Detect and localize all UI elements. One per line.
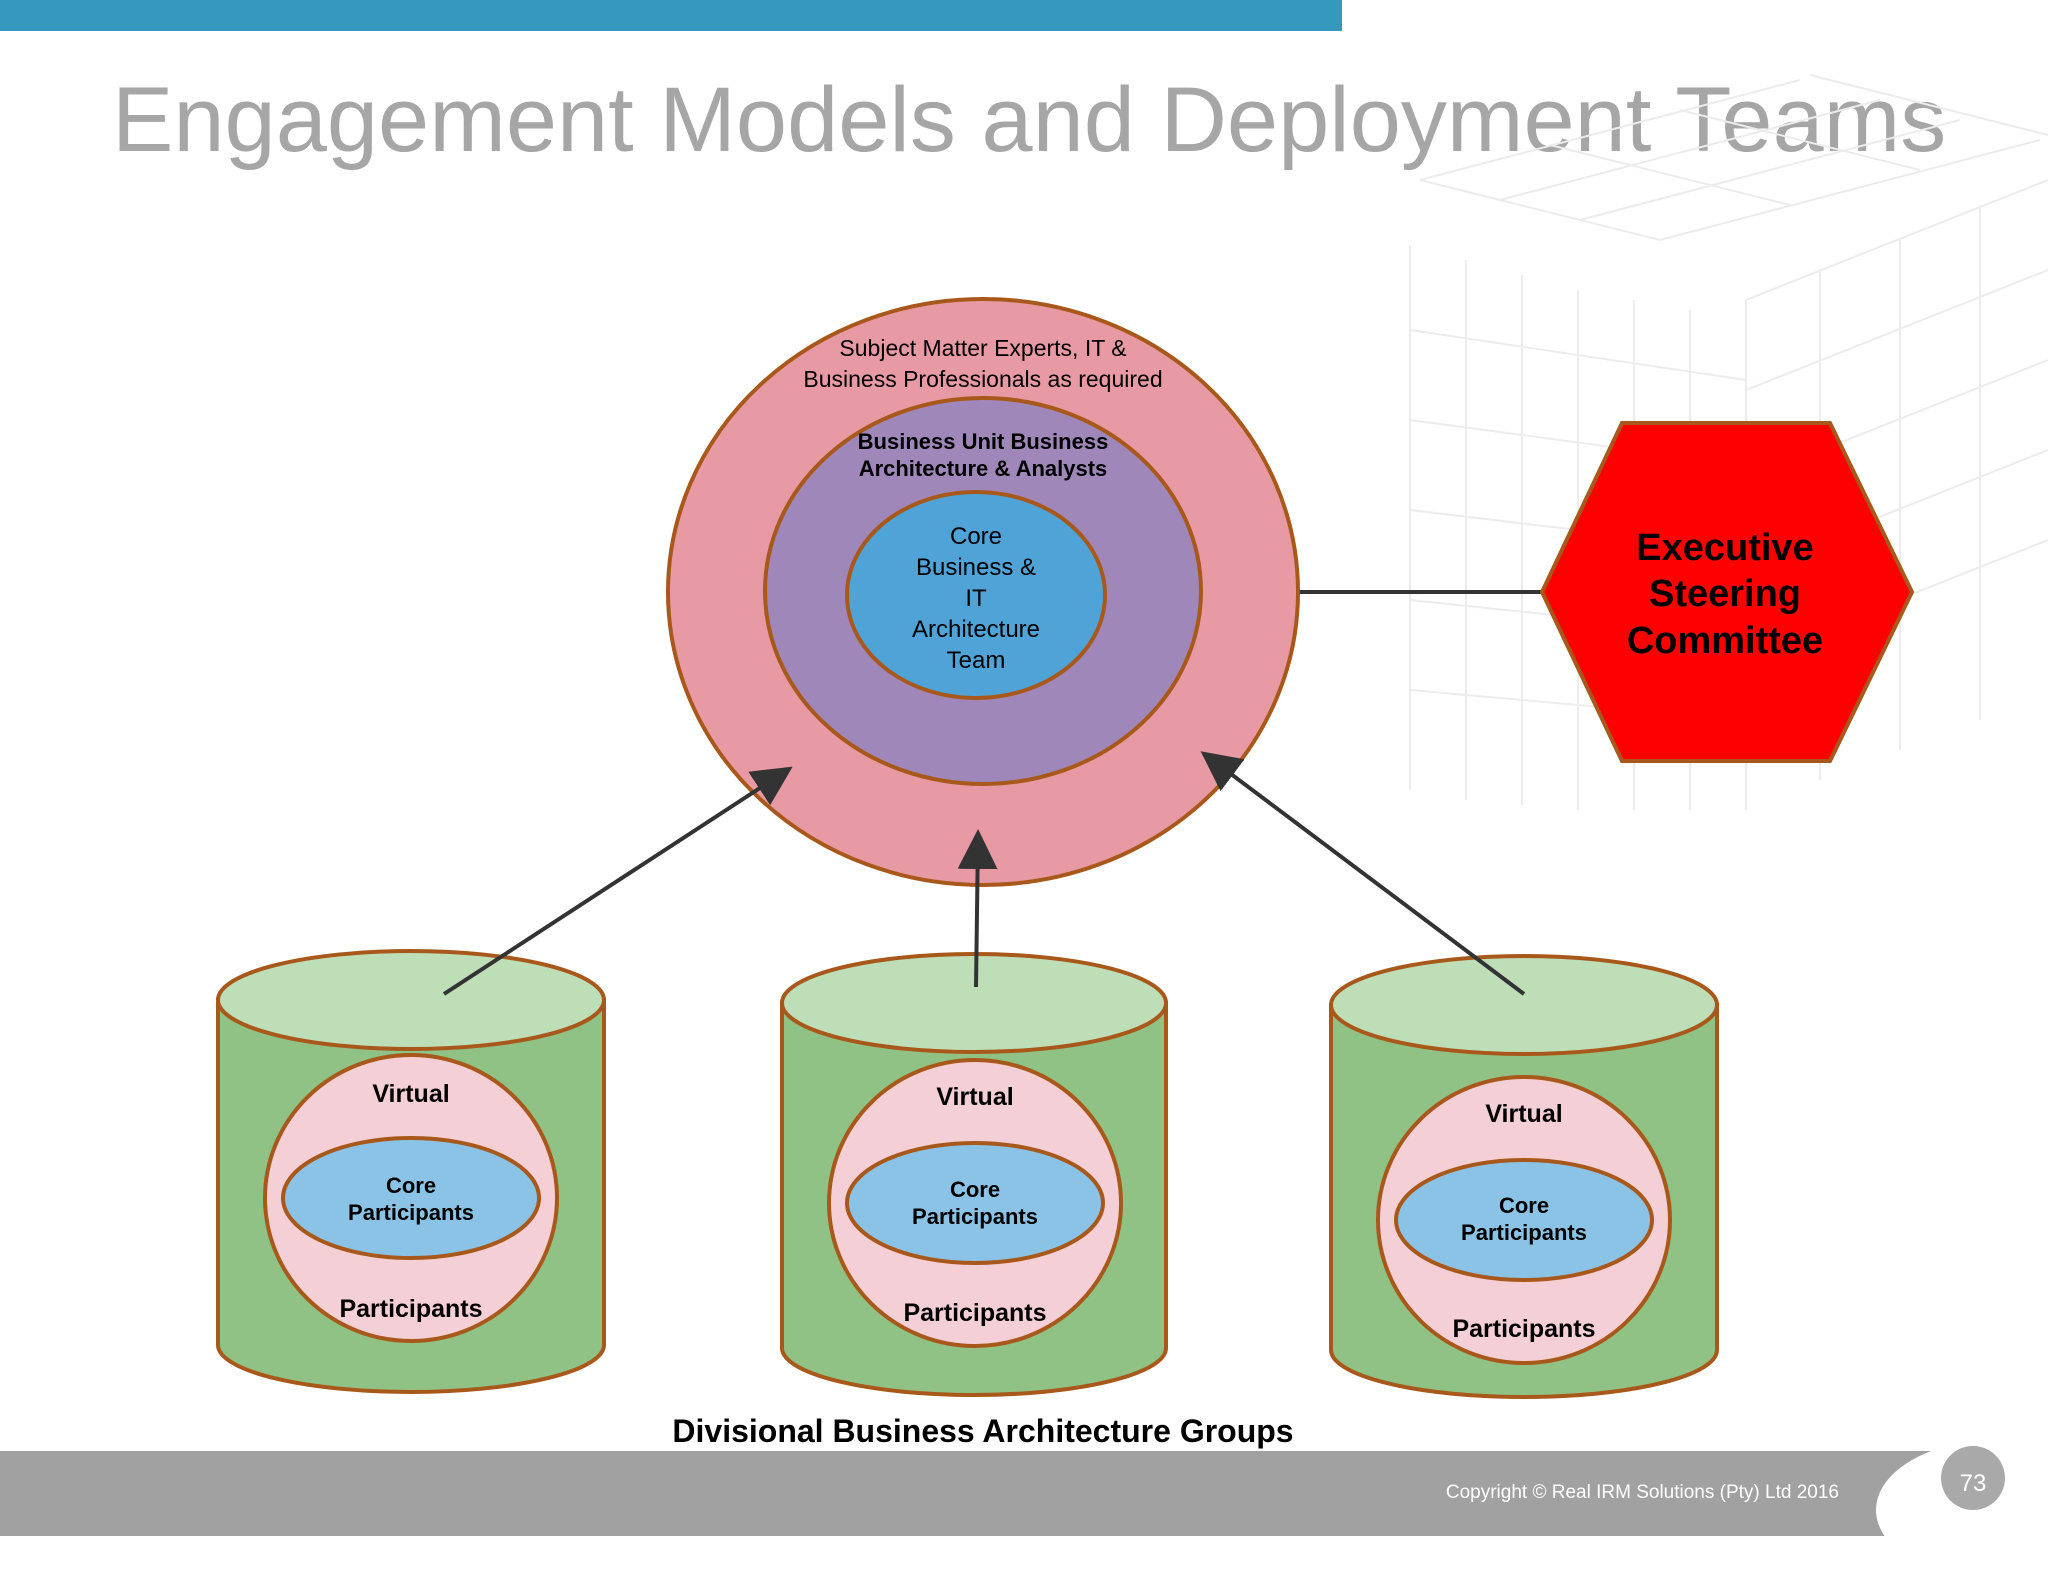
core-participants-ellipse — [845, 1141, 1105, 1265]
core-team-line3: IT — [965, 585, 987, 612]
core-team-line2: Business & — [916, 554, 1036, 581]
virtual-label: Virtual — [1485, 1100, 1562, 1128]
arrow-right — [1200, 751, 1526, 996]
slide: Engagement Models and Deployment Teams — [0, 0, 2048, 1536]
participants-label: Participants — [339, 1295, 482, 1323]
top-accent-bar — [0, 0, 1342, 31]
diagram: Subject Matter Experts, IT & Business Pr… — [216, 74, 2048, 1449]
core-participants-line1: Core — [950, 1177, 1000, 1202]
core-participants-line2: Participants — [348, 1200, 474, 1225]
participants-label: Participants — [903, 1299, 1046, 1327]
page-number: 73 — [1959, 1470, 1987, 1497]
cylinder-top — [216, 949, 606, 1051]
executive-label-line3: Committee — [1627, 620, 1823, 662]
outer-ring-label-line1: Subject Matter Experts, IT & — [839, 335, 1126, 361]
page-number-badge — [1941, 1446, 2005, 1510]
participants-label: Participants — [1452, 1315, 1595, 1343]
groups-caption: Divisional Business Architecture Groups — [672, 1413, 1293, 1449]
core-participants-ellipse — [1394, 1158, 1654, 1282]
core-participants-line2: Participants — [1461, 1220, 1587, 1245]
cylinder-top — [780, 952, 1168, 1054]
cylinder-top — [1329, 954, 1719, 1056]
virtual-label: Virtual — [936, 1083, 1013, 1111]
core-participants-ellipse — [281, 1136, 541, 1260]
core-participants-line1: Core — [386, 1173, 436, 1198]
executive-label-line2: Steering — [1649, 573, 1801, 615]
middle-ring-label-line1: Business Unit Business — [858, 429, 1109, 454]
division-group-1: Virtual Core Participants Participants — [216, 949, 606, 1394]
footer-bar — [0, 1451, 2048, 1536]
arrow-left — [442, 766, 793, 996]
core-team-line4: Architecture — [912, 616, 1040, 643]
arrow-middle — [957, 829, 998, 988]
middle-ring-label-line2: Architecture & Analysts — [859, 456, 1108, 481]
page-title: Engagement Models and Deployment Teams — [112, 69, 1947, 171]
core-participants-line1: Core — [1499, 1193, 1549, 1218]
executive-hexagon — [1539, 421, 1915, 763]
outer-ring-label-line2: Business Professionals as required — [803, 366, 1162, 392]
virtual-label: Virtual — [372, 1080, 449, 1108]
executive-label-line1: Executive — [1636, 527, 1813, 569]
core-team-circle — [845, 490, 1107, 700]
core-participants-line2: Participants — [912, 1204, 1038, 1229]
division-group-3: Virtual Core Participants Participants — [1329, 954, 1719, 1399]
core-team-line5: Team — [947, 647, 1006, 674]
division-group-2: Virtual Core Participants Participants — [780, 952, 1168, 1397]
copyright-text: Copyright © Real IRM Solutions (Pty) Ltd… — [1445, 1482, 1839, 1503]
core-team-line1: Core — [950, 523, 1002, 550]
